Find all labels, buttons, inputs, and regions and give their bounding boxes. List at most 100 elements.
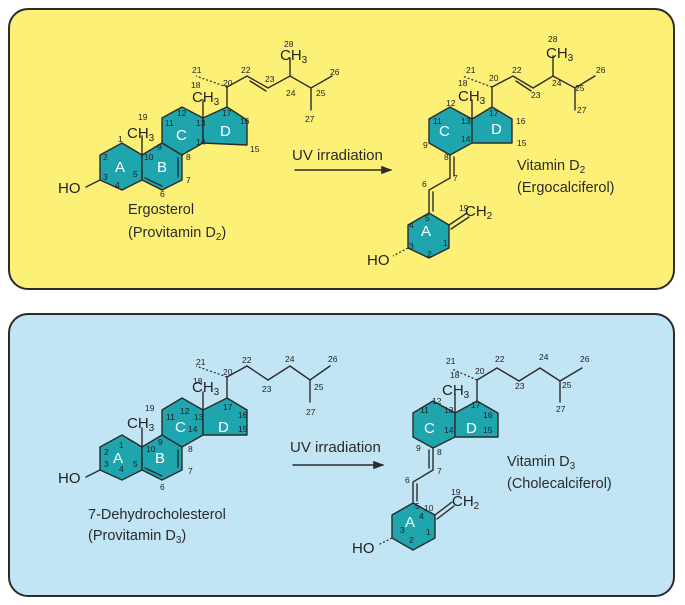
methyl-group-label: CH3: [442, 382, 470, 401]
atom-number-8: 8: [444, 152, 449, 162]
atom-number-2: 2: [427, 249, 432, 259]
atom-number-11: 11: [433, 116, 442, 126]
arrow-label: UV irradiation: [292, 147, 383, 164]
atom-number-11: 11: [165, 118, 174, 128]
atom-number-18: 18: [191, 80, 201, 90]
atom-number-24: 24: [552, 78, 562, 88]
product-name: Vitamin D2: [517, 158, 586, 176]
atom-number-23: 23: [531, 90, 541, 100]
atom-number-15: 15: [238, 424, 248, 434]
atom-number-7: 7: [188, 466, 193, 476]
atom-number-4: 4: [419, 511, 424, 521]
atom-number-6: 6: [160, 482, 165, 492]
atom-number-25: 25: [316, 88, 326, 98]
hydroxyl-group-label: HO: [58, 470, 81, 487]
ring-label-c: C: [424, 420, 435, 437]
atom-number-14: 14: [444, 425, 454, 435]
atom-number-26: 26: [328, 354, 338, 364]
atom-number-13: 13: [194, 412, 204, 422]
product-name: Vitamin D3: [507, 454, 576, 472]
atom-number-14: 14: [196, 137, 206, 147]
atom-number-20: 20: [223, 367, 233, 377]
atom-number-8: 8: [188, 444, 193, 454]
precursor-name: 7-Dehydrocholesterol: [88, 507, 226, 523]
ring-label-d: D: [491, 121, 502, 138]
methyl-group-label: CH3: [192, 379, 220, 398]
atom-number-21: 21: [446, 356, 456, 366]
atom-number-20: 20: [489, 73, 499, 83]
atom-number-17: 17: [223, 402, 233, 412]
precursor-subtitle: (Provitamin D2): [128, 225, 226, 243]
atom-number-21: 21: [192, 65, 202, 75]
methyl-group-label: CH3: [127, 415, 155, 434]
atom-number-10: 10: [144, 152, 154, 162]
atom-number-21: 21: [196, 357, 206, 367]
ring-d: [202, 397, 248, 436]
ring-d: [202, 106, 248, 146]
atom-number-22: 22: [512, 65, 522, 75]
atom-number-23: 23: [265, 74, 275, 84]
atom-number-14: 14: [188, 424, 198, 434]
atom-number-11: 11: [166, 412, 175, 422]
ring-c: [428, 106, 473, 156]
atom-number-9: 9: [416, 443, 421, 453]
atom-number-15: 15: [517, 138, 527, 148]
ring-label-b: B: [155, 450, 165, 467]
dehydrocholesterol-molecule: [85, 365, 331, 481]
atom-number-24: 24: [285, 354, 295, 364]
atom-number-4: 4: [119, 464, 124, 474]
atom-number-5: 5: [133, 169, 138, 179]
atom-number-19: 19: [451, 487, 461, 497]
atom-number-1: 1: [118, 134, 123, 144]
atom-number-26: 26: [596, 65, 606, 75]
ring-label-d: D: [220, 123, 231, 140]
atom-number-13: 13: [461, 116, 471, 126]
atom-number-6: 6: [405, 475, 410, 485]
atom-number-6: 6: [160, 189, 165, 199]
atom-number-20: 20: [223, 78, 233, 88]
methyl-group-label: CH3: [280, 47, 308, 66]
vitamin-d2-molecule: [392, 55, 596, 259]
atom-number-27: 27: [305, 114, 315, 124]
atom-number-15: 15: [250, 144, 260, 154]
atom-number-25: 25: [562, 380, 572, 390]
atom-number-19: 19: [145, 403, 155, 413]
atom-number-4: 4: [115, 180, 120, 190]
atom-number-3: 3: [400, 525, 405, 535]
atom-number-17: 17: [471, 400, 481, 410]
ring-label-a: A: [115, 159, 125, 176]
atom-number-26: 26: [580, 354, 590, 364]
atom-number-6: 6: [422, 179, 427, 189]
atom-number-9: 9: [423, 140, 428, 150]
atom-number-28: 28: [548, 34, 558, 44]
atom-number-17: 17: [489, 108, 499, 118]
atom-number-15: 15: [483, 425, 493, 435]
atom-number-9: 9: [157, 142, 162, 152]
atom-number-1: 1: [119, 440, 124, 450]
hydroxyl-group-label: HO: [352, 540, 375, 557]
atom-number-8: 8: [437, 447, 442, 457]
atom-number-12: 12: [446, 98, 456, 108]
atom-number-22: 22: [242, 355, 252, 365]
atom-number-17: 17: [222, 108, 232, 118]
atom-number-12: 12: [177, 108, 187, 118]
atom-number-7: 7: [437, 466, 442, 476]
vitamin-d3-molecule: [377, 367, 583, 551]
ring-label-a: A: [421, 223, 431, 240]
atom-number-5: 5: [425, 213, 430, 223]
atom-number-3: 3: [409, 241, 414, 251]
ring-label-c: C: [439, 123, 450, 140]
hydroxyl-group-label: HO: [367, 252, 390, 269]
atom-number-9: 9: [158, 437, 163, 447]
precursor-subtitle: (Provitamin D3): [88, 528, 186, 546]
atom-number-8: 8: [186, 152, 191, 162]
hydroxyl-group-label: HO: [58, 180, 81, 197]
atom-number-24: 24: [286, 88, 296, 98]
ergosterol-molecule: [85, 57, 333, 191]
atom-number-16: 16: [240, 116, 250, 126]
atom-number-13: 13: [196, 118, 206, 128]
atom-number-25: 25: [575, 83, 585, 93]
atom-number-1: 1: [426, 527, 431, 537]
product-subtitle: (Ergocalciferol): [517, 180, 615, 196]
